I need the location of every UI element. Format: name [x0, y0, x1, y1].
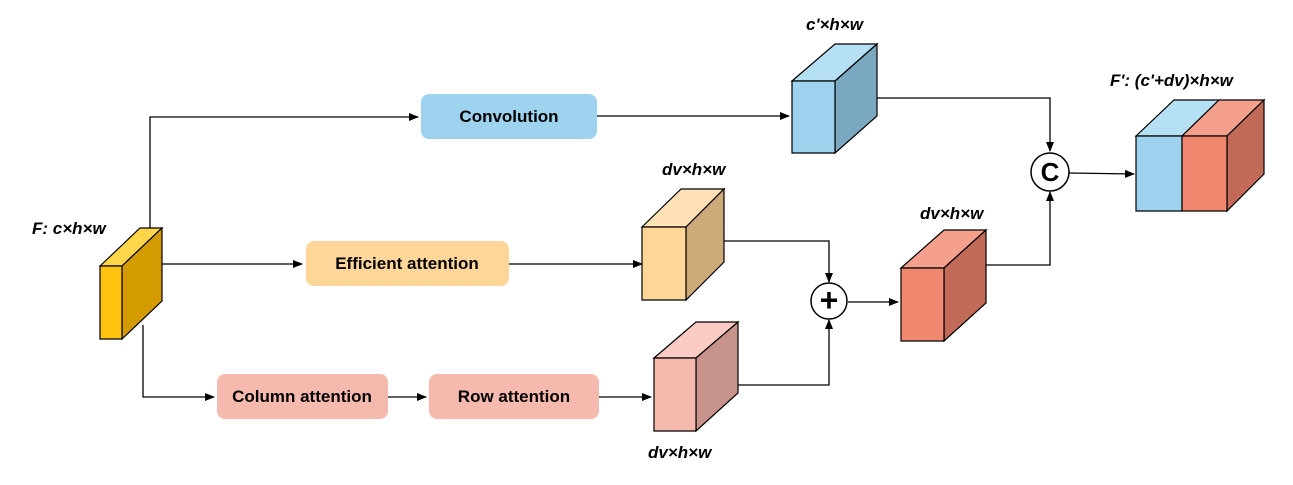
row-attention-box: Row attention	[429, 374, 599, 419]
efficient-cube-front	[641, 226, 687, 301]
sum-cube-front	[900, 267, 945, 342]
final-output-label: F': (c'+dv)×h×w	[1110, 71, 1235, 90]
conv-cube-front	[791, 80, 836, 154]
column-attention-box: Column attention	[217, 374, 388, 419]
efficient-output-label: dv×h×w	[662, 160, 727, 179]
sum-output-label: dv×h×w	[920, 204, 985, 223]
add-operator-symbol: +	[820, 282, 839, 318]
edge-input-to-convolution	[149, 113, 419, 228]
final-output-cube	[1134, 98, 1266, 213]
row-attention-label: Row attention	[458, 387, 570, 406]
column-attention-label: Column attention	[232, 387, 372, 406]
add-operator: +	[810, 282, 848, 320]
edge-input-to-column-attention	[142, 325, 215, 401]
edge-conv-cube-to-concat	[877, 97, 1054, 152]
edge-concat-to-output	[1068, 169, 1135, 178]
conv-output-cube	[790, 42, 879, 155]
row-output-cube	[652, 320, 740, 433]
row-cube-front	[653, 357, 697, 432]
edge-row-cube-to-add	[738, 319, 833, 386]
convolution-box: Convolution	[421, 94, 597, 139]
connectors	[142, 97, 1135, 401]
edge-efficient-cube-to-add	[724, 240, 833, 283]
input-feature-cube	[98, 226, 164, 341]
efficient-attention-label: Efficient attention	[335, 254, 479, 273]
convolution-label: Convolution	[459, 107, 558, 126]
row-output-label: dv×h×w	[648, 443, 713, 462]
efficient-attention-box: Efficient attention	[306, 241, 509, 286]
final-cube-front-blue	[1135, 135, 1183, 212]
efficient-output-cube	[640, 187, 726, 302]
sum-output-cube	[899, 228, 988, 343]
input-cube-front	[99, 265, 123, 340]
edge-sum-cube-to-concat	[986, 191, 1054, 266]
input-label: F: c×h×w	[32, 219, 107, 238]
final-cube-front-red	[1181, 135, 1228, 212]
concat-operator: C	[1030, 152, 1070, 192]
conv-output-label: c'×h×w	[806, 15, 865, 34]
concat-operator-symbol: C	[1041, 157, 1060, 187]
